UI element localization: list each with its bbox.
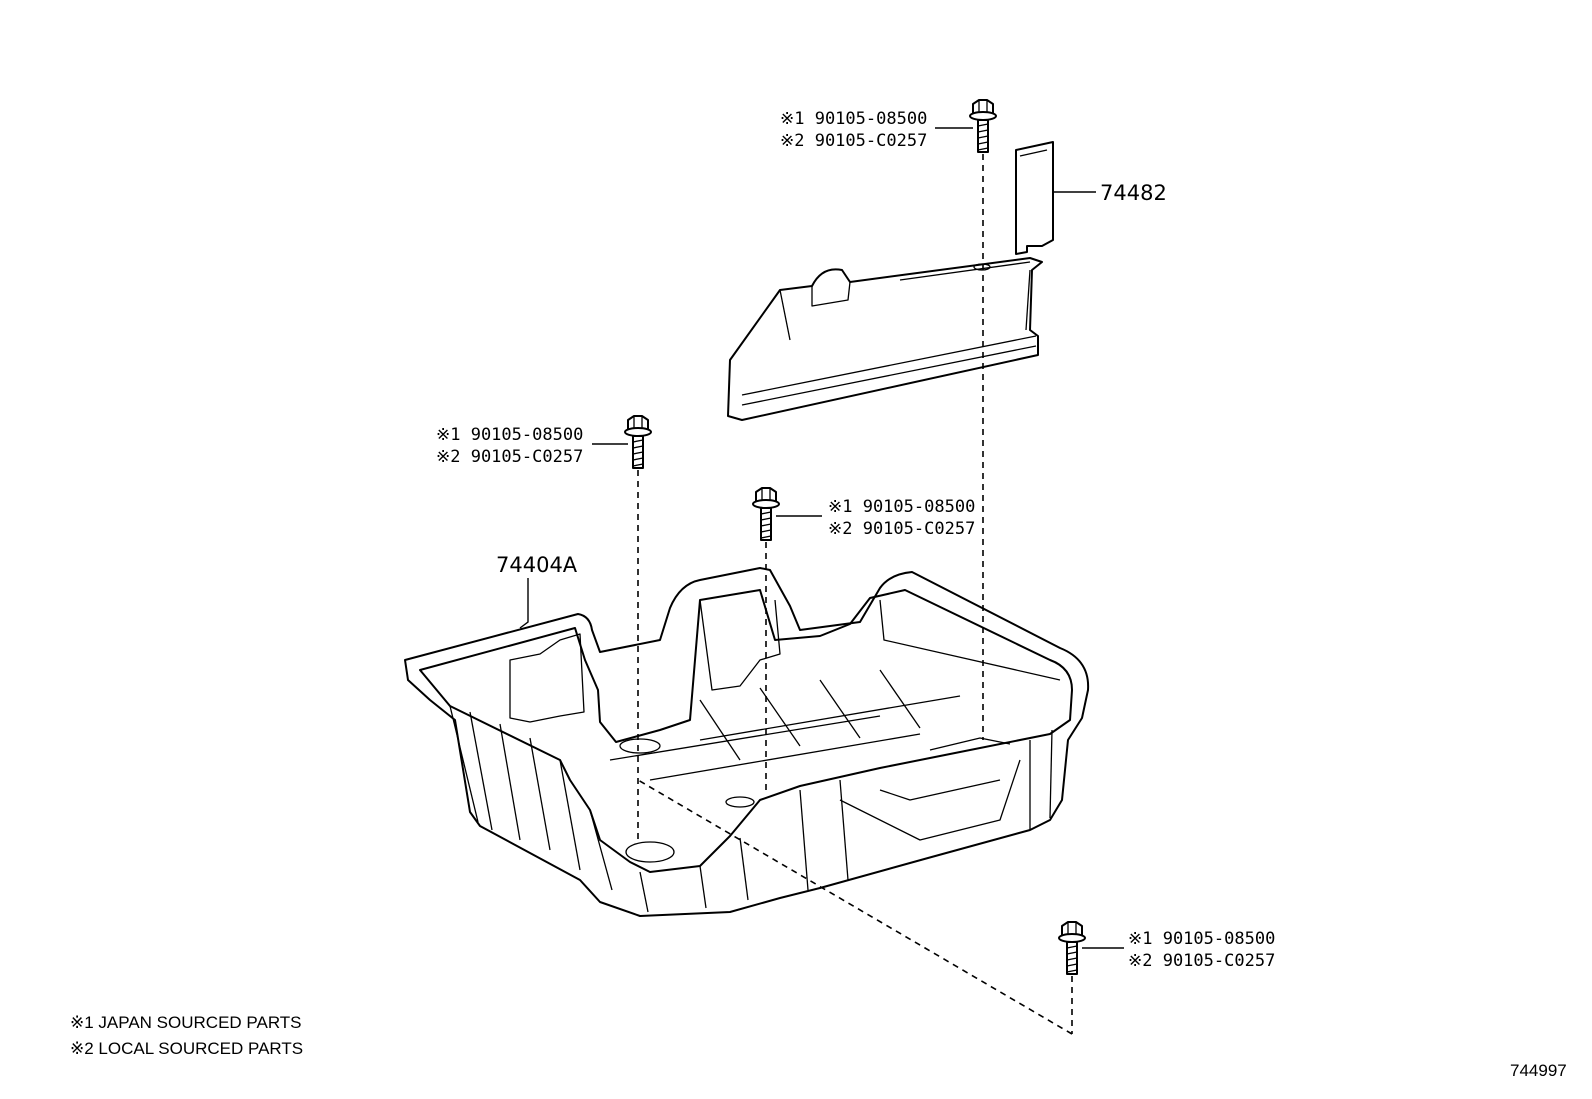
part-number-74404A: 74404A — [496, 553, 578, 577]
bolt-1-local-part: ※2 90105-C0257 — [780, 131, 927, 151]
legend-japan-sourced: ※1 JAPAN SOURCED PARTS — [70, 1013, 302, 1032]
bolt-3-japan-part: ※1 90105-08500 — [828, 497, 975, 517]
bolt-upper-right[interactable] — [969, 99, 997, 153]
bolt-1-japan-part: ※1 90105-08500 — [780, 109, 927, 129]
part-number-74482: 74482 — [1100, 181, 1167, 205]
bolt-4-local-part: ※2 90105-C0257 — [1128, 951, 1275, 971]
bolt-lower-right[interactable] — [1058, 921, 1086, 975]
bolt-middle[interactable] — [752, 487, 780, 541]
battery-tray-part[interactable] — [404, 567, 1090, 917]
bolt-2-local-part: ※2 90105-C0257 — [436, 447, 583, 467]
bolt-3-local-part: ※2 90105-C0257 — [828, 519, 975, 539]
bolt-4-japan-part: ※1 90105-08500 — [1128, 929, 1275, 949]
bolt-2-japan-part: ※1 90105-08500 — [436, 425, 583, 445]
diagram-id: 744997 — [1510, 1061, 1567, 1080]
bolt-left[interactable] — [624, 415, 652, 469]
legend-local-sourced: ※2 LOCAL SOURCED PARTS — [70, 1039, 303, 1058]
upper-shield-part[interactable] — [727, 141, 1054, 421]
